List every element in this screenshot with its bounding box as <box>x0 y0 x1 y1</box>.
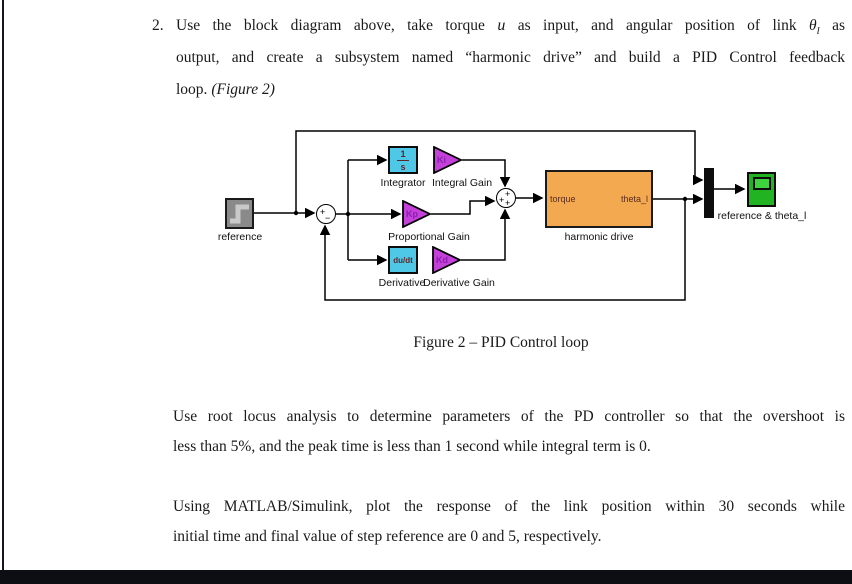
integral-gain-block: Ki <box>433 146 463 174</box>
wire-feedback <box>319 199 686 301</box>
simulink-line-1: Using MATLAB/Simulink, plot the response… <box>173 498 845 515</box>
question-line-1-text-a: Use the block diagram above, take torque <box>176 17 498 34</box>
derivative-block: du/dt <box>388 246 418 274</box>
proportional-gain-label: Proportional Gain <box>388 231 470 243</box>
figure-caption: Figure 2 – PID Control loop <box>413 334 589 351</box>
sum2-left-sign: + <box>499 195 505 205</box>
question-paragraph: Use the block diagram above, take torque… <box>176 10 845 106</box>
integrator-label: Integrator <box>380 177 426 189</box>
sum-junction-2: + + + <box>496 188 516 208</box>
branch-dot-reference <box>293 210 299 216</box>
derivative-gain-text: Kd <box>436 255 448 265</box>
question-line-3-text: loop. <box>176 81 212 98</box>
question-line-3: loop. (Figure 2) <box>176 74 845 106</box>
harmonic-drive-output-port: theta_l <box>620 194 648 204</box>
harmonic-drive-label: harmonic drive <box>564 231 634 243</box>
integrator-numerator: 1 <box>397 149 409 161</box>
step-source-label: reference <box>217 231 263 243</box>
root-locus-line-2: less than 5%, and the peak time is less … <box>173 438 651 455</box>
step-icon <box>230 204 249 224</box>
question-number: 2. <box>152 17 164 34</box>
wire-ki-to-sum2 <box>462 159 511 188</box>
scope-label: reference & theta_l <box>717 210 807 222</box>
harmonic-drive-input-port: torque <box>550 194 576 204</box>
mux-block <box>704 168 714 218</box>
derivative-gain-block: Kd <box>432 246 462 274</box>
paragraph-simulink: Using MATLAB/Simulink, plot the response… <box>173 492 845 552</box>
sum-junction-1: + − <box>316 204 336 224</box>
simulink-line-2: initial time and final value of step ref… <box>173 528 602 545</box>
branch-dot-output <box>682 196 688 202</box>
left-margin-rule <box>2 0 4 570</box>
harmonic-drive-subsystem: torque theta_l <box>545 170 653 228</box>
question-line-1-text-c: as <box>819 17 845 34</box>
math-symbol-theta-sub: l <box>816 25 820 38</box>
derivative-gain-label: Derivative Gain <box>423 277 495 289</box>
question-line-1: Use the block diagram above, take torque… <box>176 10 845 42</box>
wire-reference-to-mux <box>295 130 704 213</box>
integrator-fraction: 1 s <box>397 149 409 172</box>
integral-gain-label: Integral Gain <box>431 177 493 189</box>
derivative-label: Derivative <box>378 277 426 289</box>
wire-kd-to-sum2 <box>461 208 511 261</box>
integral-gain-text: Ki <box>437 155 446 165</box>
integrator-denominator: s <box>400 161 406 172</box>
branch-dot-error <box>345 211 351 217</box>
figure-reference: (Figure 2) <box>211 81 275 98</box>
wire-kp-to-sum2 <box>431 195 496 215</box>
math-symbol-theta: θ <box>809 17 817 34</box>
math-symbol-u: u <box>497 17 506 34</box>
wire-error-branch <box>336 160 349 260</box>
derivative-text: du/dt <box>393 255 413 265</box>
sum1-plus-sign: + <box>320 207 326 217</box>
step-source-block <box>225 198 254 229</box>
paragraph-root-locus: Use root locus analysis to determine par… <box>173 402 845 462</box>
root-locus-line-1: Use root locus analysis to determine par… <box>173 408 845 425</box>
bottom-border-bar <box>0 570 852 584</box>
scope-screen <box>753 177 771 190</box>
question-line-2: output, and create a subsystem named “ha… <box>176 49 845 66</box>
sum1-minus-sign: − <box>325 213 331 223</box>
sum2-top-sign: + <box>505 189 511 199</box>
proportional-gain-block: Kp <box>402 200 432 228</box>
integrator-block: 1 s <box>388 146 418 174</box>
sum2-bottom-sign: + <box>505 198 511 208</box>
proportional-gain-text: Kp <box>406 209 418 219</box>
question-line-1-text-b: as input, and angular position of link <box>505 17 809 34</box>
scope-block <box>747 172 776 207</box>
